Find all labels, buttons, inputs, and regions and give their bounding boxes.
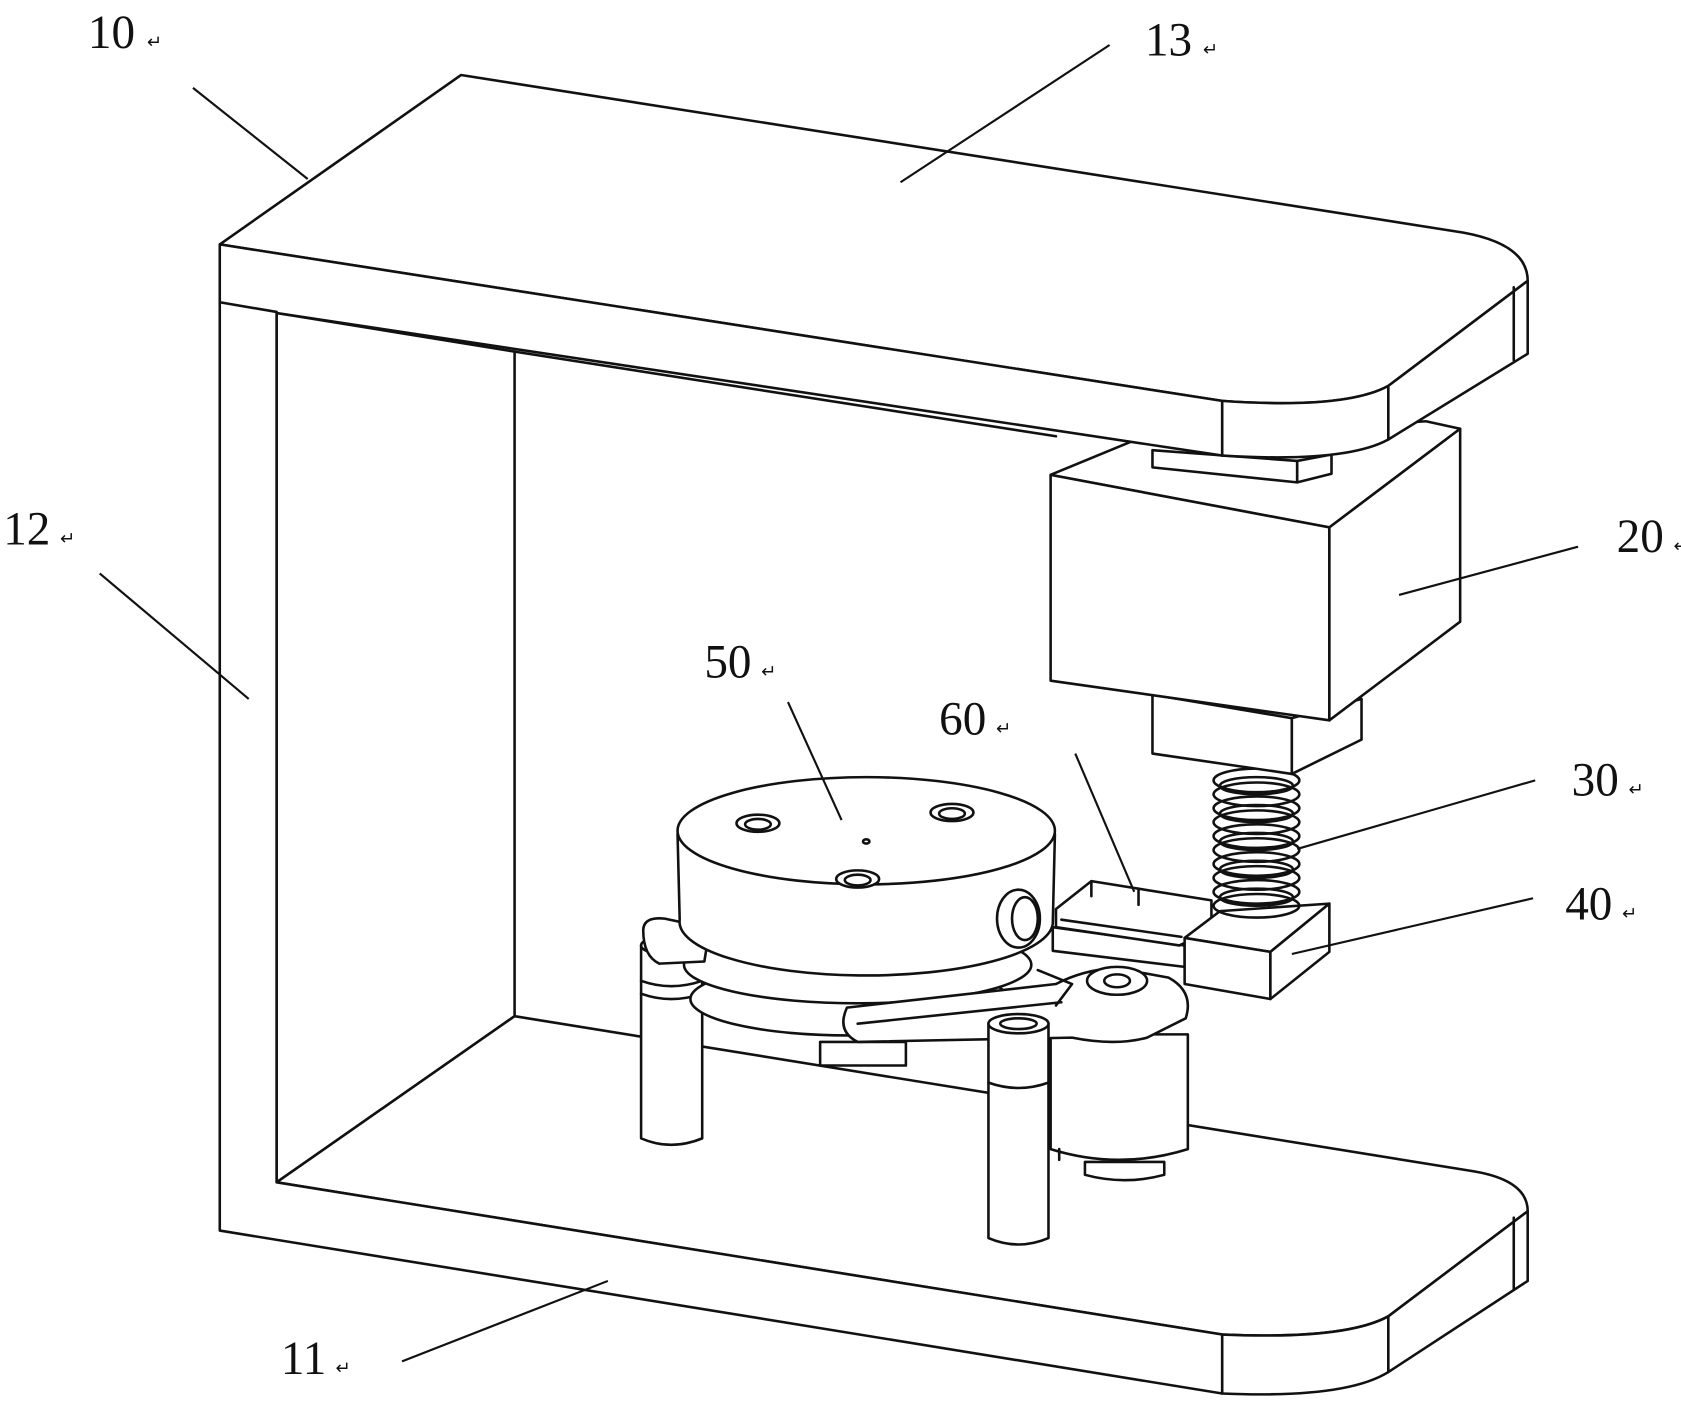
leader-13: [899, 44, 1111, 184]
linkage-arm: [641, 917, 1190, 1044]
return-mark: ↵: [996, 718, 1011, 739]
left-support-leg: [639, 934, 704, 1147]
top-plate: [218, 73, 1529, 459]
return-mark: ↵: [1673, 536, 1681, 557]
return-mark: ↵: [1203, 40, 1218, 61]
guide-rail: [1051, 879, 1213, 969]
right-support-leg: [987, 1012, 1050, 1246]
leader-40: [1291, 897, 1534, 956]
return-mark: ↵: [60, 529, 75, 550]
turntable: [676, 775, 1057, 977]
slider-block: [1183, 902, 1331, 1001]
leader-30: [1296, 779, 1536, 850]
callout-11: 11: [281, 1333, 326, 1385]
callout-40: 40: [1565, 879, 1612, 931]
leader-10: [192, 87, 309, 180]
frame-front-face: [218, 243, 1224, 1395]
drive-unit-box: [1049, 419, 1462, 722]
callout-60: 60: [939, 693, 986, 745]
return-mark: ↵: [761, 661, 776, 682]
motor: [1049, 1033, 1190, 1182]
leader-20: [1398, 545, 1579, 596]
leader-12: [99, 572, 250, 700]
callout-30: 30: [1572, 754, 1619, 806]
return-mark: ↵: [147, 32, 162, 53]
return-mark: ↵: [336, 1358, 351, 1379]
callout-13: 13: [1145, 15, 1192, 67]
return-mark: ↵: [1622, 904, 1637, 925]
leader-60: [1074, 753, 1136, 893]
callout-50: 50: [704, 636, 751, 688]
bottom-plate: [275, 1014, 1529, 1396]
leader-11: [401, 1279, 609, 1363]
spring: [1212, 767, 1301, 919]
callout-12: 12: [3, 504, 50, 556]
leader-lines: [99, 44, 1579, 1363]
callout-labels: 10 ↵ 13 ↵ 12 ↵ 20 ↵ 50 ↵ 60 ↵ 30 ↵ 40 ↵ …: [3, 7, 1681, 1385]
return-mark: ↵: [1628, 779, 1643, 800]
callout-10: 10: [88, 7, 135, 59]
callout-20: 20: [1617, 511, 1664, 563]
leader-50: [786, 701, 843, 821]
